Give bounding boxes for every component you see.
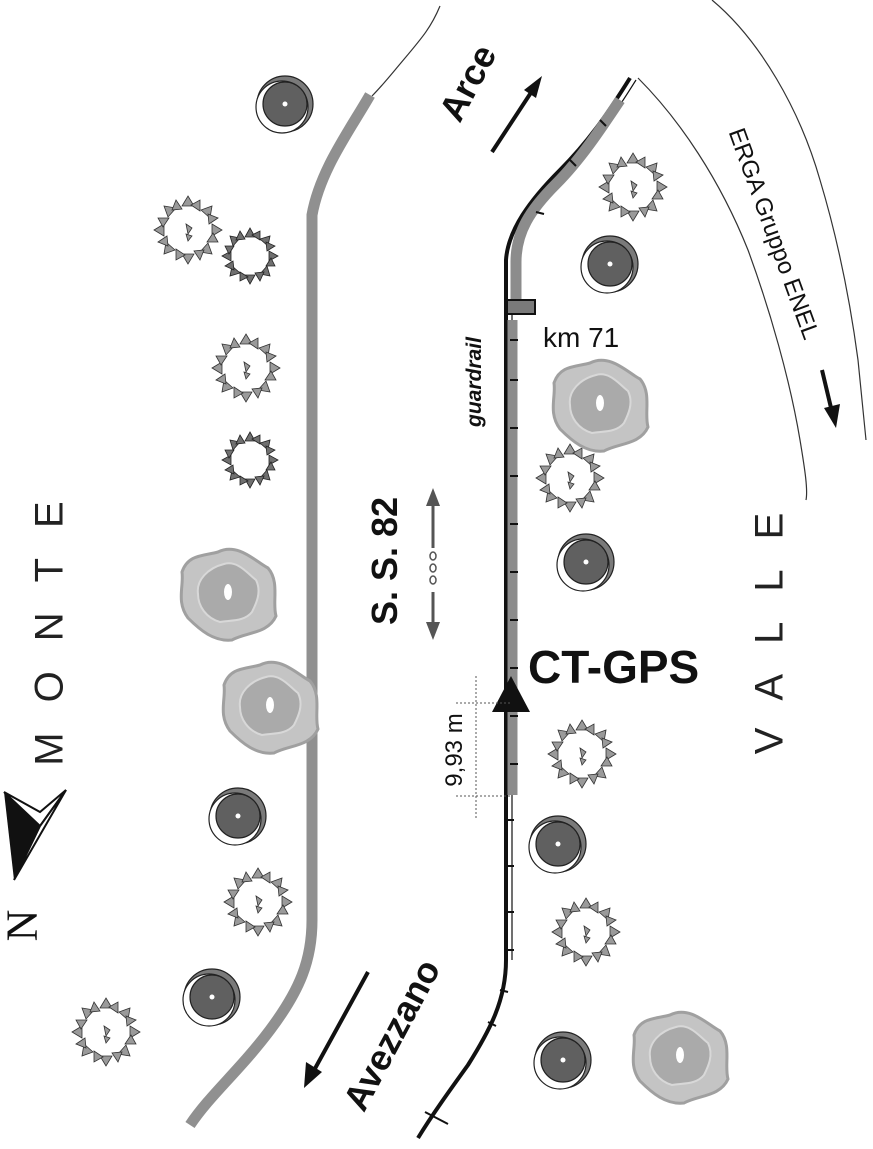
round-tree-icon: [528, 815, 587, 874]
round-tree-icon: [556, 533, 615, 592]
arce-direction-arrow: [490, 76, 542, 154]
round-tree-icon: [255, 75, 314, 134]
leafy-tree-icon: [547, 719, 617, 789]
round-tree-icon: [580, 235, 639, 294]
avezzano-direction-arrow: [304, 971, 370, 1088]
boundary-line-north: [371, 5, 441, 97]
blob-tree-icon: [551, 358, 650, 453]
leafy-tree-icon: [211, 333, 281, 403]
leafy-tree-icon: [71, 997, 141, 1067]
road-name-label: S. S. 82: [364, 496, 405, 626]
blob-tree-icon: [179, 547, 278, 642]
valle-label: VALLE: [747, 482, 792, 755]
leafy-tree-icon: [598, 152, 668, 222]
station-label: CT-GPS: [528, 641, 700, 693]
distance-label: 9,93 m: [441, 713, 468, 787]
channel-line-outer: [711, 0, 867, 441]
leafy-tree-icon: [551, 897, 621, 967]
km-label: km 71: [543, 322, 620, 353]
distance-measure: [456, 676, 512, 818]
blob-tree-icon: [631, 1010, 730, 1105]
triangle-marker-icon: [492, 676, 530, 712]
leafy-tree-icon: [223, 867, 293, 937]
leafy-tree-icon: [221, 431, 279, 489]
guardrail-band-upper: [510, 96, 625, 310]
leafy-tree-icon: [535, 443, 605, 513]
round-tree-icon: [182, 968, 241, 1027]
road-end-mark: [424, 1111, 449, 1125]
monte-label: MONTE: [27, 471, 72, 766]
enel-direction-arrow: [820, 369, 840, 428]
leafy-tree-icon: [153, 195, 223, 265]
guardrail-ticks: [487, 119, 607, 1027]
north-arrow-icon: [3, 789, 67, 881]
round-tree-icon: [533, 1031, 592, 1090]
north-label: N: [0, 909, 47, 942]
km-marker-icon: [506, 299, 536, 315]
two-way-arrow-icon: [426, 488, 440, 640]
blob-tree-icon: [221, 660, 320, 755]
guardrail-label: guardrail: [463, 337, 486, 427]
round-tree-icon: [208, 787, 267, 846]
road-edge-west: [185, 92, 375, 1129]
channel-line-inner: [637, 77, 808, 501]
leafy-tree-icon: [221, 227, 279, 285]
